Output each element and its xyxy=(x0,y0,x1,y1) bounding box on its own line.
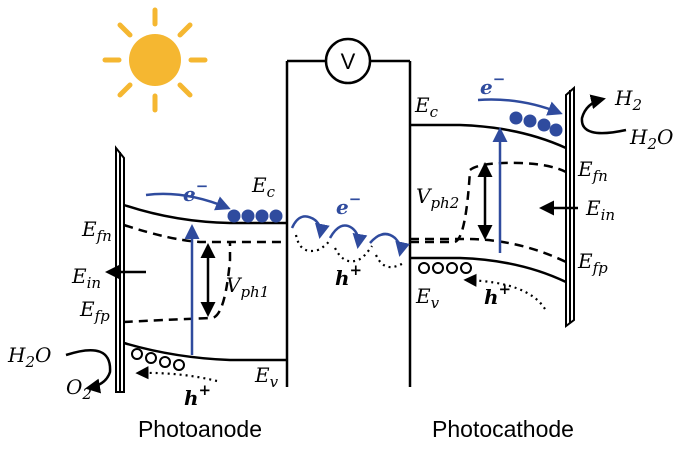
cathode-electron-flow-arrow xyxy=(477,98,563,116)
cathode-ev-label: Ev xyxy=(415,284,440,312)
anode-hole-flow-arrow xyxy=(135,366,218,383)
anode-efp-label: Efp xyxy=(79,297,110,325)
anode-efp-line xyxy=(123,242,232,324)
cathode-ein-label: Ein xyxy=(585,196,615,224)
cathode-hole-label: h+ xyxy=(484,280,511,309)
photoanode-bands xyxy=(123,203,287,362)
cathode-reaction-arrow xyxy=(580,94,627,135)
cathode-electrons xyxy=(509,111,563,137)
photocathode-bands xyxy=(410,123,567,284)
anode-reaction-arrow xyxy=(65,348,112,394)
cathode-efn-label: Efn xyxy=(577,157,608,185)
anode-ev-label: Ev xyxy=(254,363,279,391)
cathode-electron-label: e− xyxy=(480,70,505,99)
anode-h2o-label: H2O xyxy=(7,343,51,371)
interface-hole-label: h+ xyxy=(335,261,362,290)
interface-electron-label: e− xyxy=(336,190,361,219)
voltmeter-icon: V xyxy=(324,37,372,85)
voltmeter-label: V xyxy=(341,49,356,74)
cathode-valence-band xyxy=(410,256,567,284)
vph2-label: Vph2 xyxy=(416,184,459,212)
anode-ein-label: Ein xyxy=(71,264,101,292)
photocathode-caption: Photocathode xyxy=(432,416,574,442)
cathode-h2-label: H2 xyxy=(614,86,642,114)
cathode-efp-label: Efp xyxy=(577,249,608,277)
anode-electron-label: e− xyxy=(183,177,208,206)
interface-hole-hops xyxy=(294,234,406,269)
anode-valence-band xyxy=(123,341,287,362)
anode-ec-label: Ec xyxy=(251,173,276,201)
anode-conduction-band xyxy=(123,203,287,225)
anode-o2-label: O2 xyxy=(66,375,92,403)
anode-efn-label: Efn xyxy=(81,217,112,245)
photoanode-caption: Photoanode xyxy=(138,416,262,442)
external-circuit xyxy=(285,59,412,387)
anode-efn-line xyxy=(123,223,287,244)
cathode-holes xyxy=(418,262,472,274)
anode-electron-flow-arrow xyxy=(145,192,231,211)
interface-electron-hops xyxy=(290,215,410,257)
cathode-h2o-label: H2O xyxy=(629,125,673,153)
sun-icon xyxy=(102,7,208,113)
cathode-efn-line xyxy=(410,161,567,244)
anode-hole-label: h+ xyxy=(184,381,211,410)
anode-electrons xyxy=(227,209,283,223)
cathode-hole-flow-arrow xyxy=(463,273,546,310)
cathode-ec-label: Ec xyxy=(414,93,439,121)
cathode-conduction-band xyxy=(410,123,567,150)
vph1-label: Vph1 xyxy=(226,273,269,301)
anode-holes xyxy=(131,348,185,371)
cathode-efp-line xyxy=(410,237,567,264)
